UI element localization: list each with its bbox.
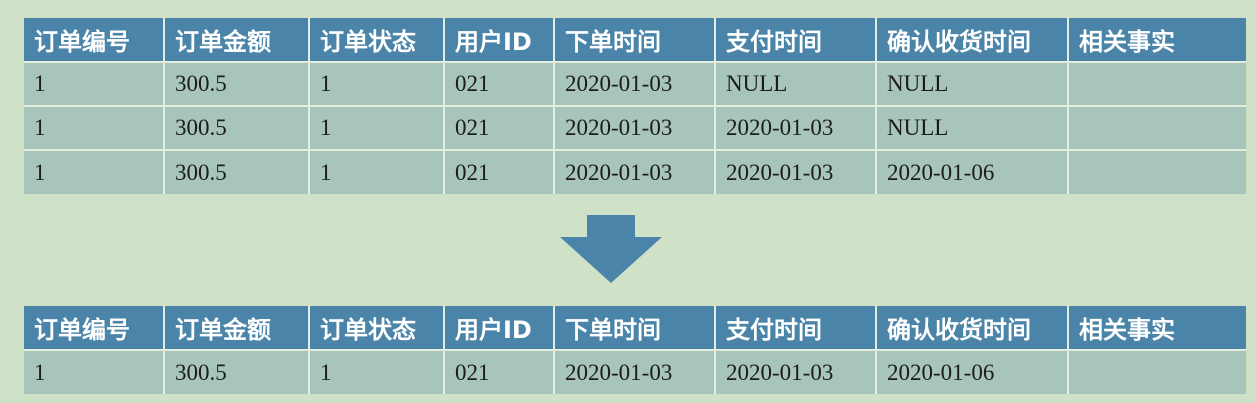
table-cell: 2020-01-03 — [714, 349, 876, 394]
table-cell: 1 — [24, 61, 164, 106]
table-cell: 1 — [308, 349, 444, 394]
table-cell: 021 — [443, 105, 554, 150]
table-cell: 300.5 — [163, 149, 309, 194]
table-row: 1 300.5 1 021 2020-01-03 2020-01-03 2020… — [24, 149, 1246, 194]
table-cell: 2020-01-03 — [714, 149, 876, 194]
table-cell: 2020-01-06 — [875, 149, 1068, 194]
table-cell: NULL — [875, 105, 1068, 150]
table-cell: 1 — [24, 149, 164, 194]
header-cell: 支付时间 — [714, 306, 876, 350]
table-cell: NULL — [875, 61, 1068, 106]
header-cell: 下单时间 — [553, 18, 715, 62]
table-cell: 2020-01-03 — [553, 61, 715, 106]
result-table: 订单编号 订单金额 订单状态 用户ID 下单时间 支付时间 确认收货时间 相关事… — [24, 306, 1246, 394]
down-arrow-icon — [560, 215, 662, 283]
table-cell: 1 — [308, 61, 444, 106]
table-cell: 2020-01-03 — [553, 105, 715, 150]
table-cell: 1 — [308, 149, 444, 194]
table-cell — [1067, 61, 1246, 106]
table-cell: 021 — [443, 349, 554, 394]
header-row: 订单编号 订单金额 订单状态 用户ID 下单时间 支付时间 确认收货时间 相关事… — [24, 306, 1246, 350]
table-cell: 021 — [443, 149, 554, 194]
header-cell: 下单时间 — [553, 306, 715, 350]
header-cell: 订单状态 — [308, 306, 444, 350]
table-cell: 2020-01-03 — [553, 349, 715, 394]
table-cell: 2020-01-06 — [875, 349, 1068, 394]
header-cell: 订单状态 — [308, 18, 444, 62]
source-table: 订单编号 订单金额 订单状态 用户ID 下单时间 支付时间 确认收货时间 相关事… — [24, 18, 1246, 194]
header-cell: 确认收货时间 — [875, 18, 1068, 62]
header-cell: 相关事实 — [1067, 18, 1246, 62]
header-cell: 订单金额 — [163, 306, 309, 350]
table-cell: 300.5 — [163, 105, 309, 150]
table-row: 1 300.5 1 021 2020-01-03 NULL NULL — [24, 61, 1246, 106]
table-row: 1 300.5 1 021 2020-01-03 2020-01-03 2020… — [24, 349, 1246, 394]
table-cell — [1067, 105, 1246, 150]
header-cell: 支付时间 — [714, 18, 876, 62]
header-cell: 用户ID — [443, 18, 554, 62]
table-cell: NULL — [714, 61, 876, 106]
header-row: 订单编号 订单金额 订单状态 用户ID 下单时间 支付时间 确认收货时间 相关事… — [24, 18, 1246, 62]
header-cell: 用户ID — [443, 306, 554, 350]
table-cell: 1 — [24, 105, 164, 150]
header-cell: 订单金额 — [163, 18, 309, 62]
table-cell — [1067, 149, 1246, 194]
table-cell: 2020-01-03 — [714, 105, 876, 150]
table-cell: 1 — [308, 105, 444, 150]
header-cell: 订单编号 — [24, 306, 164, 350]
header-cell: 确认收货时间 — [875, 306, 1068, 350]
table-cell: 1 — [24, 349, 164, 394]
table-row: 1 300.5 1 021 2020-01-03 2020-01-03 NULL — [24, 105, 1246, 150]
table-cell: 300.5 — [163, 61, 309, 106]
table-cell: 2020-01-03 — [553, 149, 715, 194]
table-cell: 300.5 — [163, 349, 309, 394]
header-cell: 相关事实 — [1067, 306, 1246, 350]
header-cell: 订单编号 — [24, 18, 164, 62]
table-cell — [1067, 349, 1246, 394]
table-cell: 021 — [443, 61, 554, 106]
